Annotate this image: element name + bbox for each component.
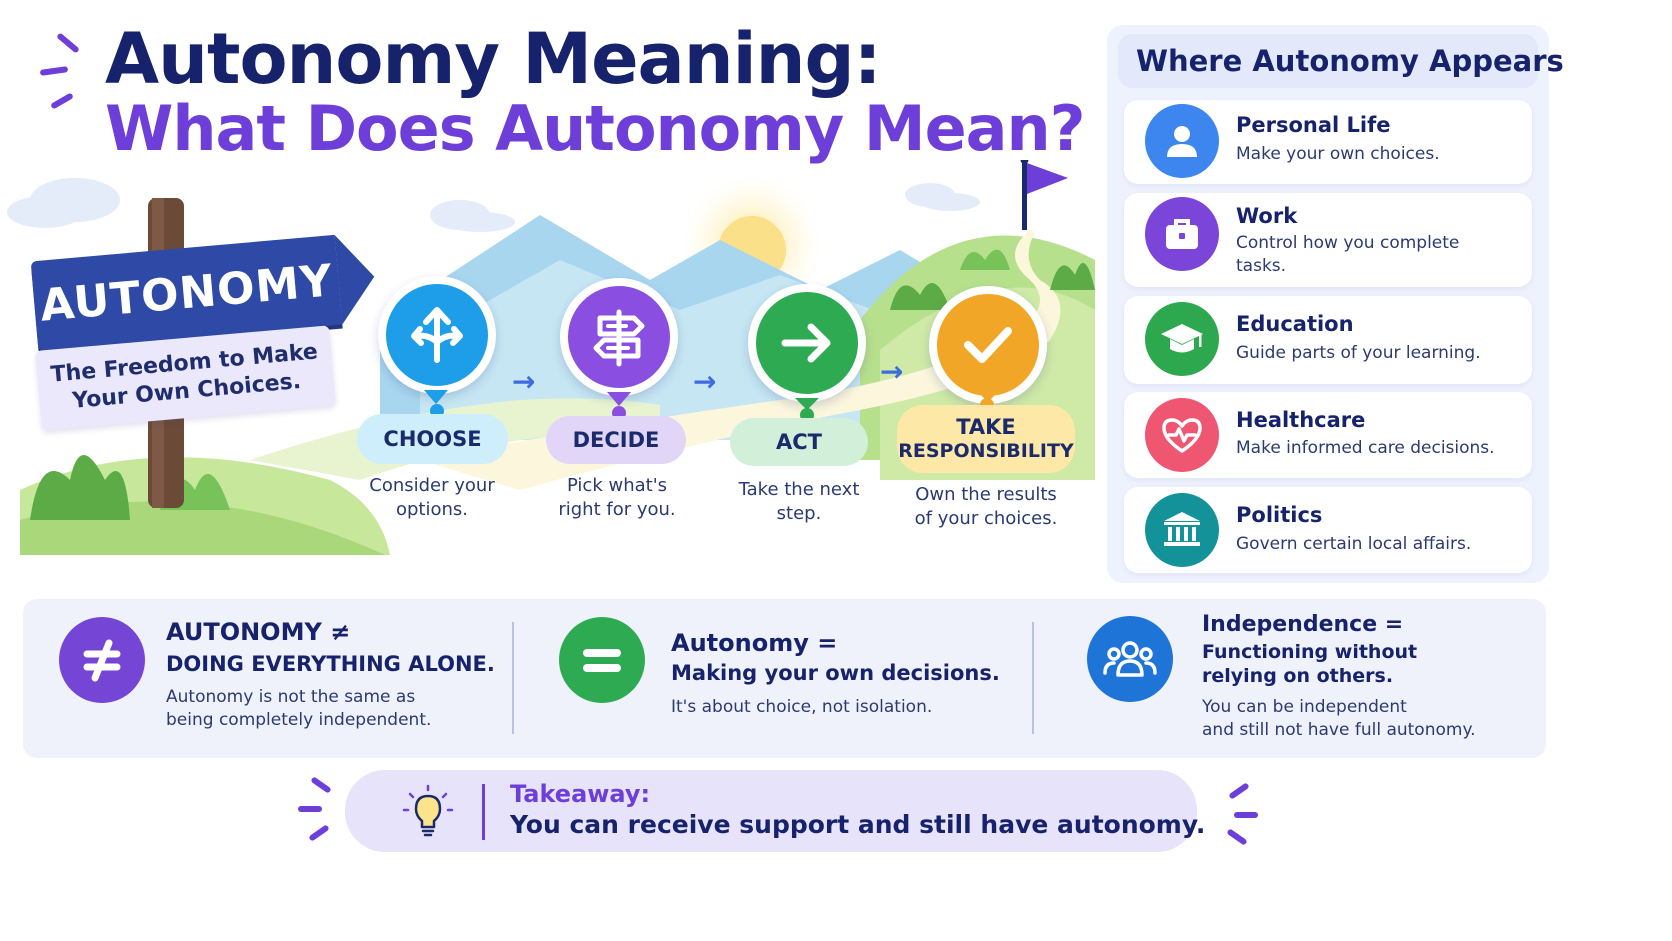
appears-card-work-desc-line-1: Control how you complete <box>1236 233 1460 253</box>
takeaway-divider <box>482 784 485 840</box>
appears-card-healthcare-desc: Make informed care decisions. <box>1236 438 1495 458</box>
compare-autonomy-subtitle: Making your own decisions. <box>671 661 1000 685</box>
briefcase-icon <box>1166 219 1198 249</box>
decor-stroke <box>1228 782 1250 800</box>
step-decide-desc: Pick what's right for you. <box>527 474 707 522</box>
step-decide-label: DECIDE <box>572 428 660 452</box>
checkmark-icon <box>964 327 1012 363</box>
autonomy-sign-label: AUTONOMY <box>37 254 336 332</box>
signpost-icon <box>593 309 645 367</box>
step-act-desc: Take the next step. <box>709 478 889 526</box>
panel-title-box <box>1118 34 1538 88</box>
step-responsibility-pill: TAKE RESPONSIBILITY <box>897 405 1075 473</box>
lightbulb-icon <box>402 784 454 837</box>
step-responsibility-icon-circle <box>929 286 1047 404</box>
step-responsibility-label-line-2: RESPONSIBILITY <box>898 440 1074 462</box>
compare-independence-desc-line-1: You can be independent <box>1202 697 1407 717</box>
equals-circle <box>559 617 645 703</box>
compare-autonomy-not-desc-line-1: Autonomy is not the same as <box>166 687 416 707</box>
compare-autonomy-title: Autonomy = <box>671 629 838 657</box>
appears-card-personal-life-title: Personal Life <box>1236 113 1391 137</box>
split-arrows-icon <box>411 307 463 363</box>
step-choose-desc-line-1: Consider your <box>369 475 495 496</box>
step-act-pill: ACT <box>730 418 868 466</box>
compare-independence-subtitle-line-1: Functioning without <box>1202 641 1418 663</box>
decor-stroke <box>1234 812 1258 818</box>
person-icon <box>1167 126 1197 157</box>
takeaway-text: You can receive support and still have a… <box>510 810 1206 839</box>
decor-stroke <box>1226 828 1248 846</box>
appears-card-work-circle <box>1145 197 1219 271</box>
decor-stroke <box>308 824 330 842</box>
appears-card-work-title: Work <box>1236 204 1298 228</box>
decor-stroke <box>39 66 69 76</box>
comparison-divider <box>1032 622 1034 734</box>
step-decide-desc-line-2: right for you. <box>558 499 676 520</box>
step-responsibility-label-line-1: TAKE <box>956 415 1016 439</box>
takeaway-label: Takeaway: <box>510 780 651 808</box>
appears-card-personal-life-desc: Make your own choices. <box>1236 144 1440 164</box>
step-responsibility-desc: Own the results of your choices. <box>891 483 1081 531</box>
compare-autonomy-not-subtitle: DOING EVERYTHING ALONE. <box>166 652 495 676</box>
flow-arrow-icon: → <box>880 355 904 388</box>
compare-independence-desc-line-2: and still not have full autonomy. <box>1202 720 1476 740</box>
step-choose-icon-circle <box>378 276 496 394</box>
appears-card-education-desc: Guide parts of your learning. <box>1236 343 1481 363</box>
page-title: Autonomy Meaning: <box>105 18 882 100</box>
step-act-desc-line-2: step. <box>776 503 822 524</box>
step-decide-pointer <box>607 392 631 406</box>
comparison-divider <box>512 622 514 734</box>
not-equal-circle <box>59 617 145 703</box>
appears-card-politics-desc: Govern certain local affairs. <box>1236 534 1472 554</box>
appears-card-education-circle <box>1145 302 1219 376</box>
step-choose-desc-line-2: options. <box>395 499 469 520</box>
step-choose-desc: Consider your options. <box>342 474 522 522</box>
not-equal-icon <box>83 639 121 682</box>
equals-icon <box>583 649 621 672</box>
appears-card-healthcare-circle <box>1145 398 1219 472</box>
step-act-desc-line-1: Take the next <box>738 479 860 500</box>
arrow-right-icon <box>781 323 831 363</box>
appears-card-education-title: Education <box>1236 312 1354 336</box>
government-building-icon <box>1164 512 1200 546</box>
panel-title: Where Autonomy Appears <box>1136 44 1564 78</box>
group-circle <box>1087 616 1173 702</box>
step-decide-pill: DECIDE <box>546 416 686 464</box>
flow-arrow-icon: → <box>512 365 536 398</box>
step-choose-label: CHOOSE <box>383 427 482 451</box>
graduation-cap-icon <box>1161 324 1203 353</box>
group-icon <box>1103 641 1157 677</box>
step-decide-icon-circle <box>560 278 678 396</box>
heart-pulse-icon <box>1162 418 1202 453</box>
step-act-label: ACT <box>776 430 822 454</box>
decor-stroke <box>310 776 332 794</box>
compare-autonomy-desc: It's about choice, not isolation. <box>671 697 933 717</box>
step-choose-pill: CHOOSE <box>357 414 508 464</box>
appears-card-politics-circle <box>1145 493 1219 567</box>
appears-card-personal-life-circle <box>1145 104 1219 178</box>
step-responsibility-desc-line-1: Own the results <box>915 484 1057 505</box>
appears-card-work-desc: Control how you complete tasks. <box>1236 232 1459 278</box>
appears-card-work-desc-line-2: tasks. <box>1236 256 1287 276</box>
decor-stroke <box>56 32 80 54</box>
page-subtitle: What Does Autonomy Mean? <box>105 92 1086 165</box>
compare-independence-title: Independence = <box>1202 612 1404 637</box>
decor-stroke <box>298 806 322 812</box>
step-act-pointer <box>795 398 819 410</box>
compare-independence-subtitle-line-2: relying on others. <box>1202 665 1394 687</box>
appears-card-politics-title: Politics <box>1236 503 1323 527</box>
takeaway-banner <box>345 770 1197 852</box>
compare-autonomy-not-desc-line-2: being completely independent. <box>166 710 432 730</box>
step-act-icon-circle <box>748 284 866 402</box>
step-choose-pointer <box>424 390 448 404</box>
decor-stroke <box>50 92 74 110</box>
step-responsibility-desc-line-2: of your choices. <box>914 508 1058 529</box>
flow-arrow-icon: → <box>693 365 717 398</box>
appears-card-healthcare-title: Healthcare <box>1236 408 1366 432</box>
compare-autonomy-not-title: AUTONOMY ≠ <box>166 618 351 646</box>
comparison-panel <box>23 599 1546 758</box>
step-decide-desc-line-1: Pick what's <box>566 475 668 496</box>
